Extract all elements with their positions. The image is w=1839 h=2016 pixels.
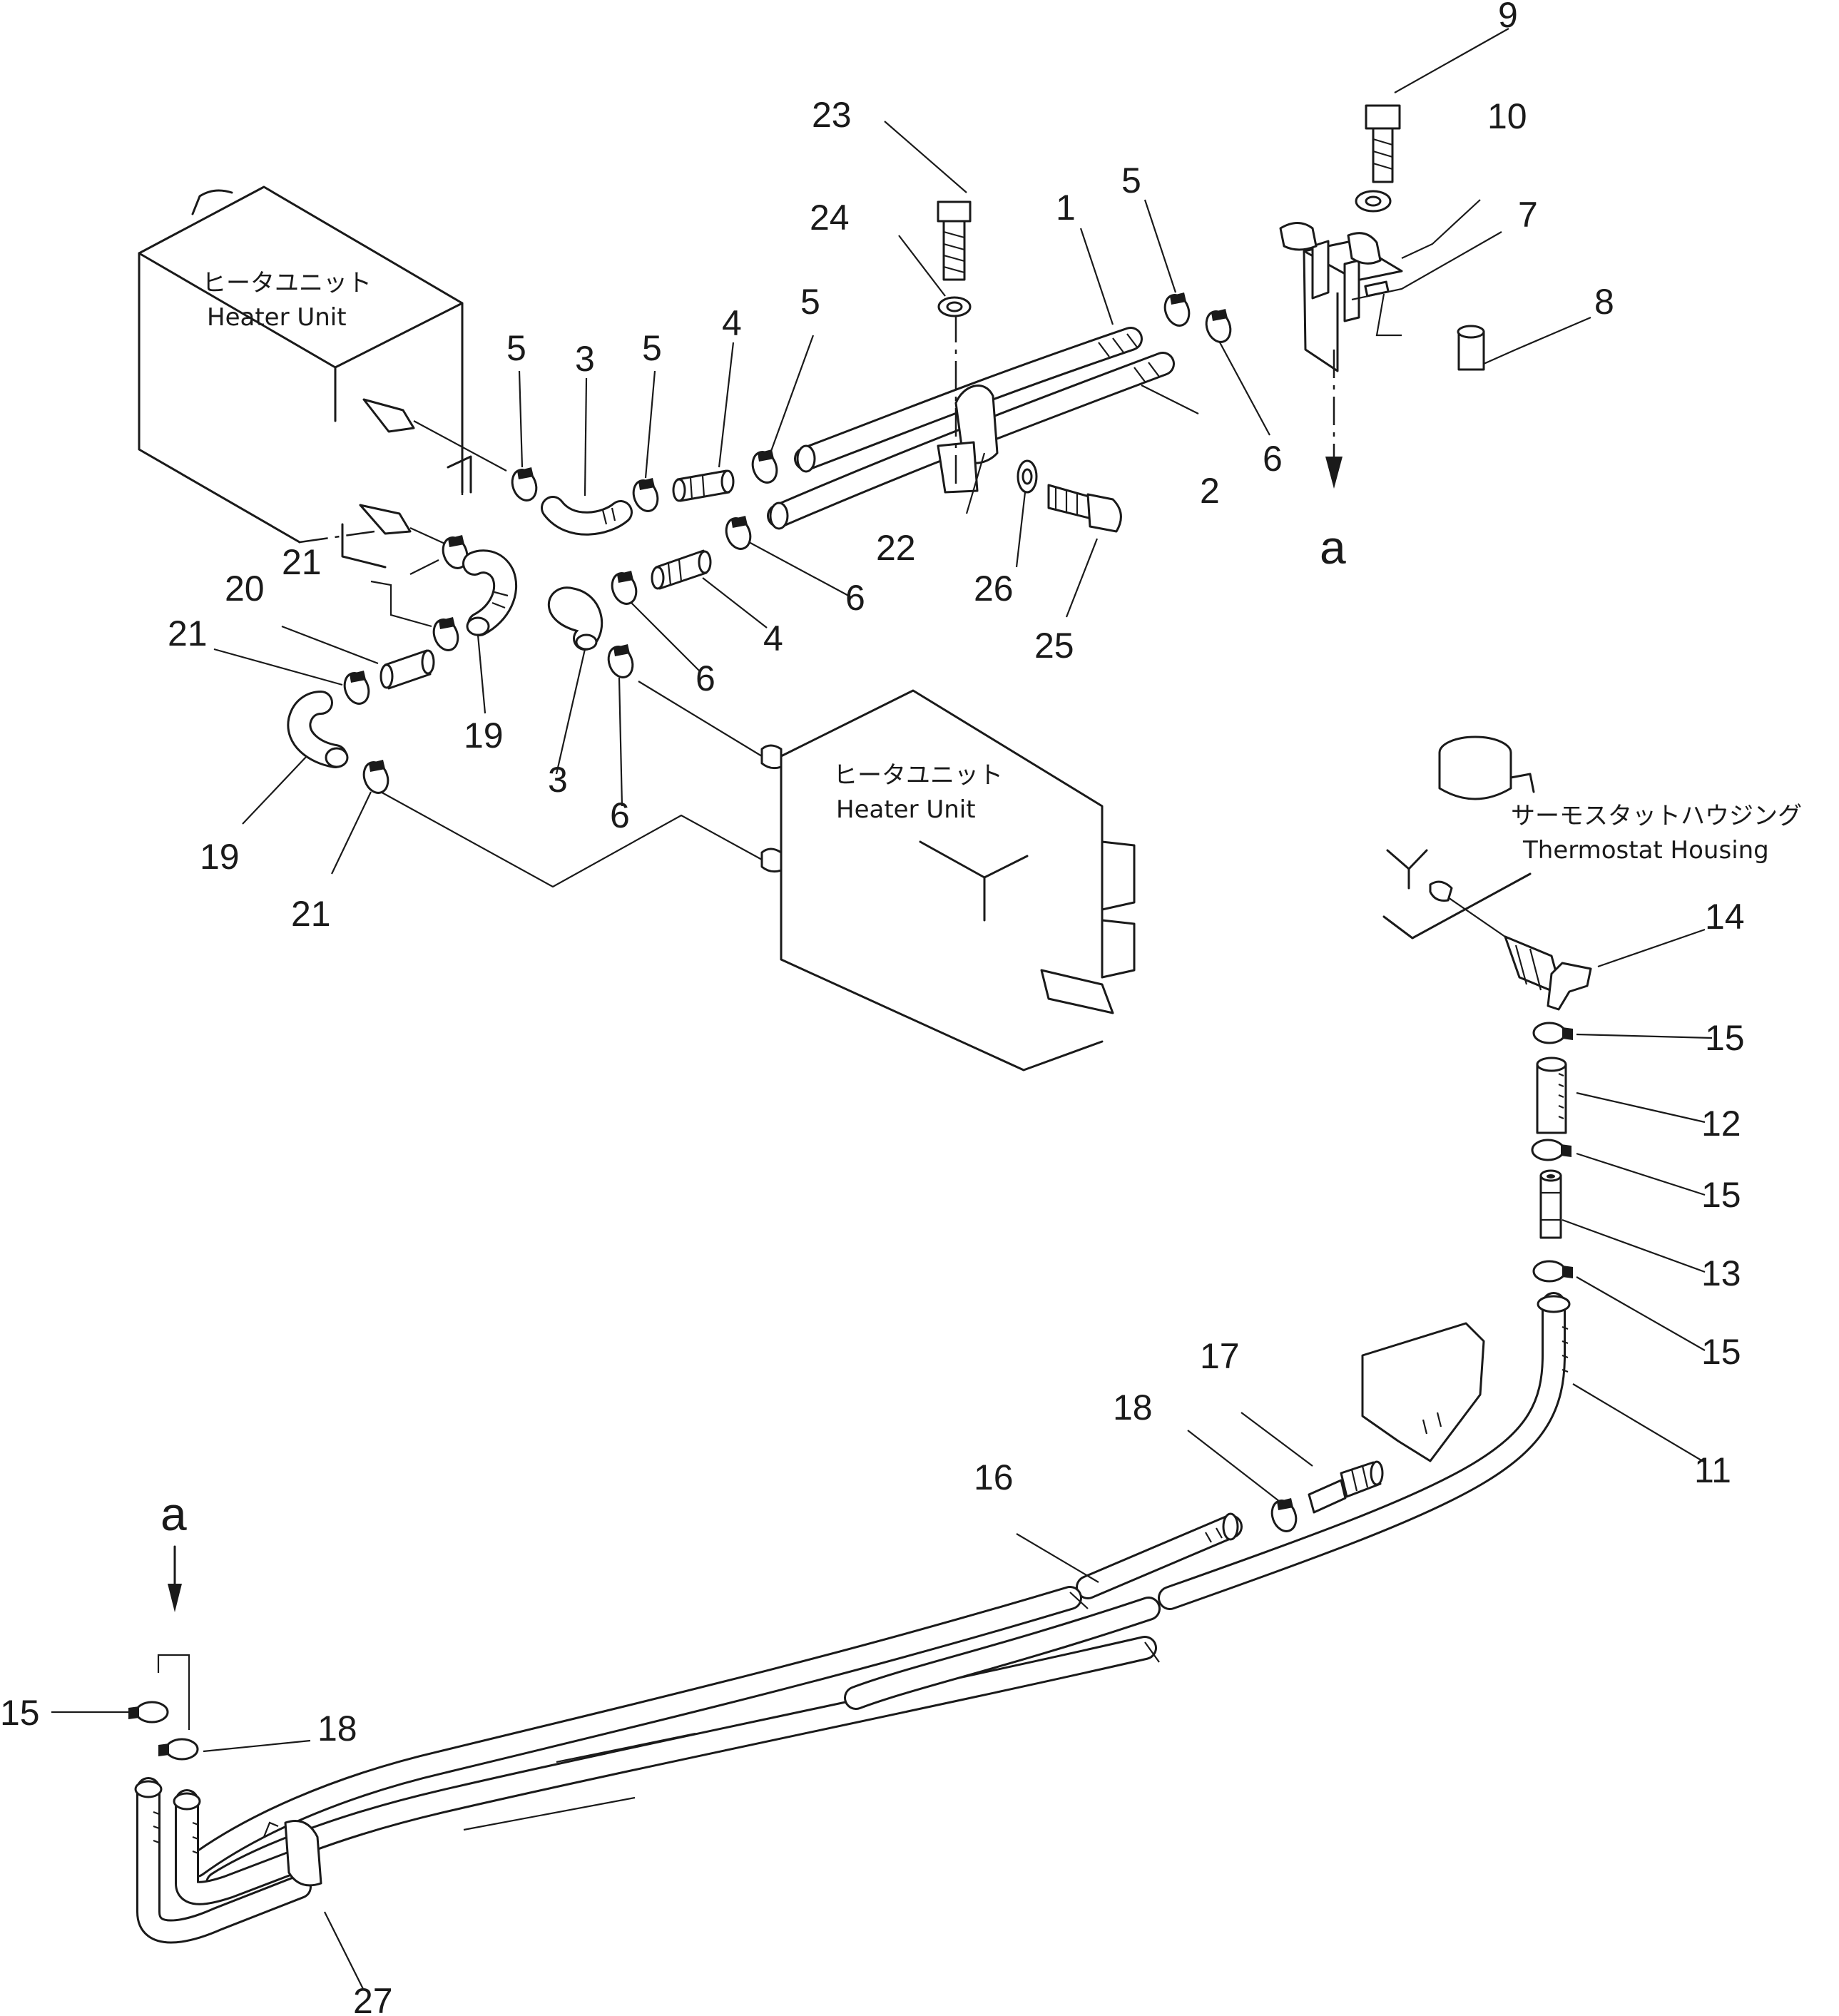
upper-heater-unit-label-en: Heater Unit xyxy=(207,303,347,332)
clamp-5-a xyxy=(511,467,538,502)
callout-19-lower: 19 xyxy=(200,837,240,877)
clamp-15-c xyxy=(1532,1260,1573,1283)
u-pipes-lower-left xyxy=(134,1777,322,1944)
clamp-5-b xyxy=(632,478,659,512)
lower-heater-unit-label-jp: ヒータユニット xyxy=(833,761,1003,790)
callout-5-right: 5 xyxy=(800,282,820,322)
bracket-7 xyxy=(1279,222,1403,372)
thermostat-housing-label-en: Thermostat Housing xyxy=(1522,836,1769,865)
leader-lines xyxy=(51,28,1713,1991)
hose-3-upper xyxy=(541,496,633,536)
callout-15-b: 15 xyxy=(1701,1175,1741,1215)
callout-10: 10 xyxy=(1487,96,1527,136)
bolt-25 xyxy=(1047,484,1122,533)
clamp-6-d xyxy=(1205,309,1232,343)
upper-heater-unit-label-jp: ヒータユニット xyxy=(202,269,372,297)
upper-heater-unit: ヒータユニット Heater Unit xyxy=(138,185,464,544)
pipe-joint-17 xyxy=(1308,1460,1384,1514)
hose-19-lower xyxy=(287,691,349,768)
clamp-6-c xyxy=(607,644,634,678)
clamp-5-c xyxy=(751,449,778,484)
clamp-18-lower xyxy=(158,1738,199,1761)
callout-3-lower: 3 xyxy=(548,760,568,800)
callout-5-mid: 5 xyxy=(642,328,662,368)
clamp-15-lower xyxy=(128,1701,169,1724)
hose-16 xyxy=(1076,1512,1243,1599)
clamp-18-right xyxy=(1270,1498,1298,1532)
thermostat-housing: サーモスタットハウジング Thermostat Housing xyxy=(1382,735,1802,940)
washer-26 xyxy=(1017,459,1038,494)
callout-4-lower: 4 xyxy=(763,618,783,658)
bolt-9 xyxy=(1365,104,1401,183)
callout-5-left: 5 xyxy=(506,328,526,368)
lower-heater-unit: ヒータユニット Heater Unit xyxy=(760,689,1136,1071)
callout-numbers: 9 10 7 8 23 24 1 5 2 6 5 3 5 4 5 22 26 2… xyxy=(0,0,1745,2016)
callout-6-mid: 6 xyxy=(845,578,865,618)
hose-12 xyxy=(1536,1057,1567,1134)
callout-21-left: 21 xyxy=(168,614,208,653)
callout-11: 11 xyxy=(1694,1450,1731,1490)
callout-18-right: 18 xyxy=(1113,1388,1153,1427)
pipe-joint-20 xyxy=(379,649,435,690)
callout-5-top: 5 xyxy=(1121,161,1141,200)
clamp-5-d xyxy=(1163,292,1191,327)
clamp-15-a xyxy=(1532,1022,1573,1044)
lower-heater-unit-label-en: Heater Unit xyxy=(836,795,976,824)
callout-3-upper: 3 xyxy=(575,339,595,379)
callout-21-upper: 21 xyxy=(282,542,322,582)
washer-24 xyxy=(937,296,972,317)
hose-19-upper xyxy=(462,549,518,636)
clamp-6-a xyxy=(725,516,752,550)
callout-4-upper: 4 xyxy=(722,303,742,343)
hose-3-lower xyxy=(548,586,603,651)
thermostat-housing-label-jp: サーモスタットハウジング xyxy=(1511,802,1802,830)
callout-14: 14 xyxy=(1705,897,1745,937)
callout-26: 26 xyxy=(974,569,1014,609)
callout-27: 27 xyxy=(353,1981,393,2016)
washer-10 xyxy=(1355,190,1392,213)
callout-1: 1 xyxy=(1056,188,1076,228)
spacer-8 xyxy=(1457,325,1485,371)
pipe-joint-4-upper xyxy=(672,469,735,502)
callout-6-bottom: 6 xyxy=(610,795,630,835)
callout-6-low: 6 xyxy=(696,658,715,698)
callout-16: 16 xyxy=(974,1457,1014,1497)
callout-2: 2 xyxy=(1200,471,1220,511)
view-mark-a-lower: a xyxy=(161,1487,187,1540)
clamp-6-b xyxy=(611,571,638,605)
clamp-15-b xyxy=(1531,1139,1571,1161)
callout-8: 8 xyxy=(1594,282,1614,322)
hose-assembly-upper xyxy=(767,314,1175,530)
callout-17: 17 xyxy=(1200,1336,1240,1376)
bolt-23 xyxy=(937,200,972,281)
clamp-21-b xyxy=(432,617,459,651)
callout-7: 7 xyxy=(1518,195,1538,235)
view-mark-a-upper: a xyxy=(1320,521,1346,574)
elbow-14 xyxy=(1504,935,1592,1011)
hose-11 xyxy=(1158,1292,1571,1610)
callout-9: 9 xyxy=(1498,0,1518,35)
clamp-21-d xyxy=(362,760,389,794)
callout-20: 20 xyxy=(225,569,265,609)
callout-12: 12 xyxy=(1701,1104,1741,1144)
pipe-joint-13 xyxy=(1539,1169,1562,1239)
bracket-right-small xyxy=(1361,1322,1485,1462)
callout-22: 22 xyxy=(876,528,916,568)
callout-15-c: 15 xyxy=(1701,1332,1741,1372)
upper-heater-outlet-pipes xyxy=(341,398,507,569)
clamp-21-a xyxy=(442,535,469,569)
clamp-21-c xyxy=(343,671,370,705)
callout-15-a: 15 xyxy=(1705,1018,1745,1058)
callout-21-bottom: 21 xyxy=(291,894,331,934)
callout-23: 23 xyxy=(812,95,852,135)
callout-15-lower: 15 xyxy=(0,1693,40,1733)
callout-13: 13 xyxy=(1701,1253,1741,1293)
pipe-joint-4-lower xyxy=(651,549,712,590)
callout-18-lower: 18 xyxy=(317,1709,357,1748)
callout-24: 24 xyxy=(810,198,850,238)
callout-19-upper: 19 xyxy=(464,716,504,755)
callout-6-right: 6 xyxy=(1263,439,1283,479)
callout-25: 25 xyxy=(1034,626,1074,666)
